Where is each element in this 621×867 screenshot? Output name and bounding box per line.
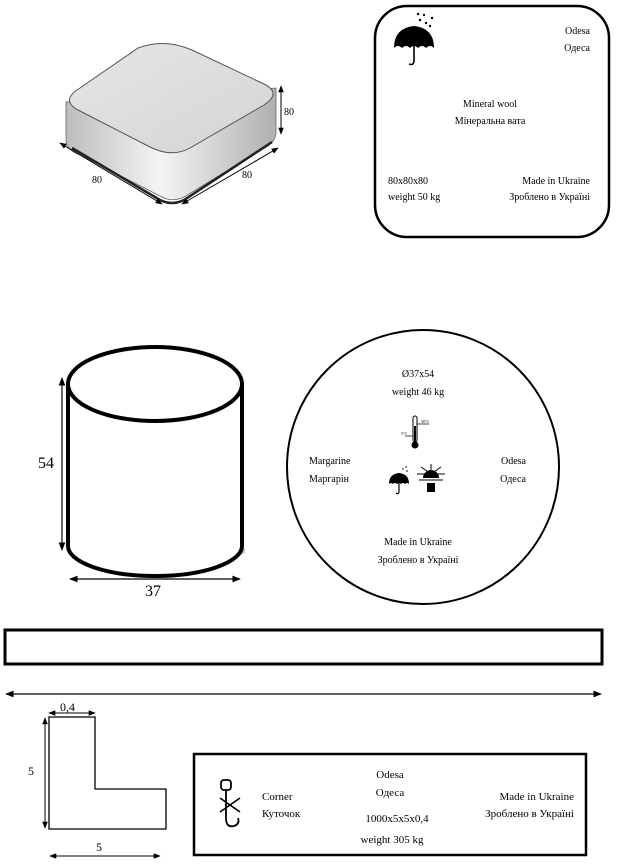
label2-size: Ø37x54: [402, 369, 434, 380]
label2-product-en: Margarine: [309, 456, 351, 467]
profile-bar: [3, 628, 604, 666]
label2-made-uk: Зроблено в Україні: [378, 555, 459, 566]
label3-weight: weight 305 kg: [361, 834, 424, 846]
label1-product-uk: Мінеральна вата: [455, 116, 526, 127]
label2-made-en: Made in Ukraine: [384, 537, 452, 548]
corner-profile-drawing: 0,4 5 5: [28, 700, 167, 859]
label-corner: Corner Куточок Odesa Одеса 1000x5x5x0,4 …: [192, 752, 588, 857]
label2-weight: weight 46 kg: [392, 387, 444, 398]
box-dim-left-line: [59, 142, 163, 205]
box-dim-height: 80: [284, 107, 294, 118]
profile-bar-drawing: [3, 628, 604, 698]
svg-text:30°C: 30°C: [421, 419, 430, 424]
label2-city-en: Odesa: [501, 456, 527, 467]
corner-dim-height: 5: [28, 764, 34, 778]
label-margarine: Ø37x54 weight 46 kg 30°C 5°C: [286, 329, 560, 605]
label3-size: 1000x5x5x0,4: [365, 813, 429, 825]
label1-made-uk: Зроблено в Україні: [509, 192, 590, 203]
cylinder-top: [66, 345, 244, 423]
label1-product-en: Mineral wool: [463, 99, 517, 110]
label1-frame: [373, 4, 611, 239]
label2-product-uk: Маргарін: [309, 474, 350, 485]
cylinder-dim-diameter: 37: [145, 583, 161, 600]
label3-product-uk: Куточок: [262, 808, 301, 820]
label3-product-en: Corner: [262, 791, 293, 803]
hook-icon: [219, 779, 241, 828]
cylinder-drawing: 54 37: [38, 345, 245, 600]
label-mineral-wool: Odesa Одеса Mineral wool Мінеральна вата…: [373, 4, 611, 239]
label1-made-en: Made in Ukraine: [522, 176, 590, 187]
box-3d-drawing: 80 80 80: [59, 43, 294, 205]
box-dim-right: 80: [242, 170, 252, 181]
thermometer-icon: 30°C 5°C: [401, 415, 430, 449]
umbrella-icon: [394, 12, 434, 66]
label3-city-en: Odesa: [376, 769, 404, 781]
svg-text:5°C: 5°C: [401, 431, 408, 436]
label3-made-uk: Зроблено в Україні: [485, 808, 574, 820]
label1-weight: weight 50 kg: [388, 192, 440, 203]
cylinder-dim-height: 54: [38, 455, 54, 472]
label3-city-uk: Одеса: [376, 787, 405, 799]
label1-size: 80x80x80: [388, 176, 428, 187]
label3-frame: [192, 752, 588, 857]
label2-city-uk: Одеса: [500, 474, 526, 485]
corner-dim-thickness: 0,4: [60, 700, 75, 714]
box-dim-left: 80: [92, 175, 102, 186]
label1-city-en: Odesa: [565, 26, 591, 37]
umbrella-icon: [389, 466, 409, 495]
label2-frame: [286, 329, 560, 605]
corner-profile-shape: [48, 716, 167, 830]
label1-city-uk: Одеса: [564, 43, 590, 54]
corner-dim-width: 5: [96, 840, 102, 854]
sun-icon: [417, 464, 445, 492]
box-dim-right-line: [181, 147, 279, 205]
label3-made-en: Made in Ukraine: [499, 791, 574, 803]
